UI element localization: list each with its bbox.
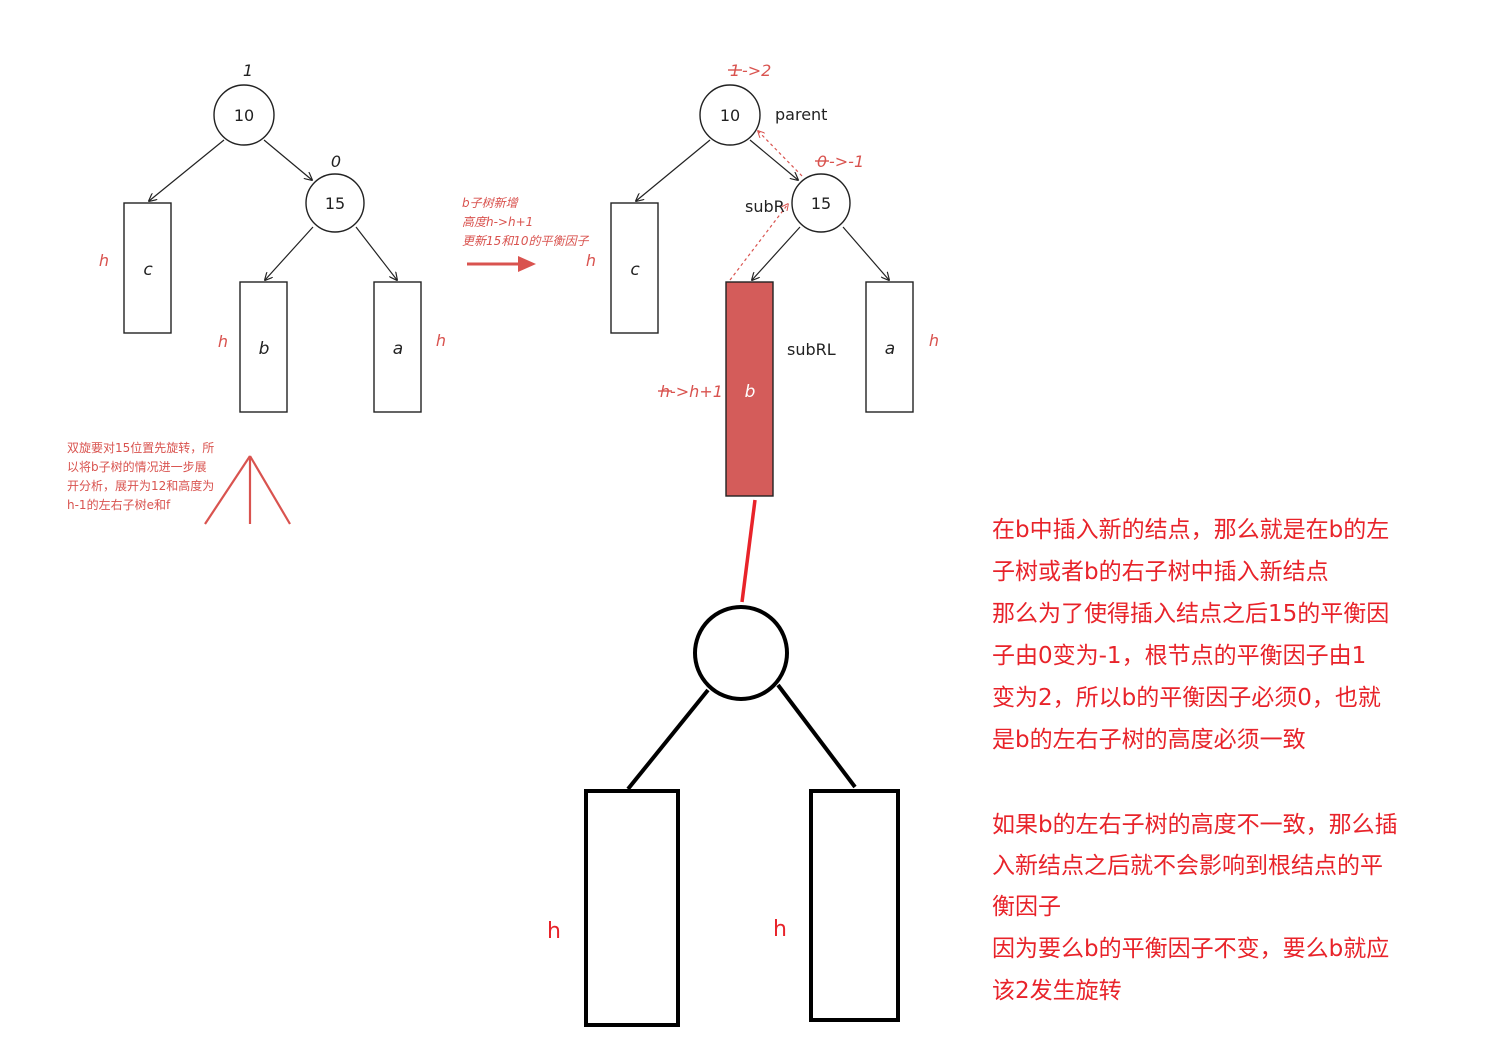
left-subtree-b xyxy=(239,281,288,413)
right-tree: 1 ->2 10 parent 0 ->-1 15 subR c h b sub… xyxy=(586,61,939,497)
transition-line-2: 高度h->h+1 xyxy=(462,215,533,229)
explanation-p1-line-3: 那么为了使得插入结点之后15的平衡因 xyxy=(992,601,1389,627)
expanded-left-height: h xyxy=(547,919,561,944)
explanation-p2-line-5: 该2发生旋转 xyxy=(992,978,1122,1004)
expansion-connector xyxy=(740,499,757,603)
expand-line-left xyxy=(204,455,251,525)
subRL-label: subRL xyxy=(787,340,836,359)
transition-arrow-icon xyxy=(518,256,536,272)
right-subtree-b-filled xyxy=(725,281,774,497)
explanation-p1-line-1: 在b中插入新的结点，那么就是在b的左 xyxy=(992,517,1389,543)
left-c-height: h xyxy=(99,251,109,270)
left-root-balance-factor: 1 xyxy=(243,61,253,80)
expanded-left-subtree xyxy=(584,789,680,1027)
edge-r15-a xyxy=(842,226,889,280)
transition-line-3: 更新15和10的平衡因子 xyxy=(462,234,590,248)
explanation-p1-line-4: 子由0变为-1，根节点的平衡因子由1 xyxy=(992,643,1366,669)
right-subtree-c-label: c xyxy=(630,260,640,280)
left-note-line-3: 开分析，展开为12和高度为 xyxy=(67,478,214,493)
transition: b子树新增 高度h->h+1 更新15和10的平衡因子 xyxy=(462,196,590,272)
edge-15-b xyxy=(265,226,314,280)
left-note-line-4: h-1的左右子树e和f xyxy=(67,497,171,512)
update-arrow-to-subR xyxy=(729,204,788,281)
expanded-b-node xyxy=(693,605,789,701)
right-root-bf-new: ->2 xyxy=(742,61,771,80)
expanded-right-edge xyxy=(776,683,857,789)
explanation-p1-line-2: 子树或者b的右子树中插入新结点 xyxy=(992,559,1329,585)
left-note-line-1: 双旋要对15位置先旋转，所 xyxy=(67,440,214,455)
right-subtree-b-label: b xyxy=(745,382,756,402)
explanation-p2-line-4: 因为要么b的平衡因子不变，要么b就应 xyxy=(992,936,1389,962)
edge-root-15 xyxy=(263,139,312,180)
explanation: 在b中插入新的结点，那么就是在b的左 子树或者b的右子树中插入新结点 那么为了使… xyxy=(992,517,1398,1004)
edge-rroot-15 xyxy=(749,139,798,180)
right-15-node xyxy=(791,173,851,233)
right-15-value: 15 xyxy=(811,194,831,213)
left-subtree-c-label: c xyxy=(143,260,153,280)
explanation-p2-line-2: 入新结点之后就不会影响到根结点的平 xyxy=(992,853,1383,879)
transition-line-1: b子树新增 xyxy=(462,196,519,210)
explanation-p1-line-6: 是b的左右子树的高度必须一致 xyxy=(992,727,1306,753)
left-15-node xyxy=(305,173,365,233)
right-subtree-a-label: a xyxy=(885,339,895,359)
right-subtree-a xyxy=(865,281,914,413)
right-c-height: h xyxy=(586,251,596,270)
left-subtree-a xyxy=(373,281,422,413)
right-subtree-c xyxy=(610,202,659,334)
expanded-right-height: h xyxy=(773,917,787,942)
left-tree: 1 10 0 15 c h b h a h xyxy=(99,61,446,413)
edge-rroot-c xyxy=(636,139,711,201)
left-subtree-b-label: b xyxy=(259,339,270,359)
b-expansion: h h xyxy=(547,499,900,1027)
right-root-value: 10 xyxy=(720,106,740,125)
expanded-left-edge xyxy=(626,688,710,791)
parent-label: parent xyxy=(775,105,827,124)
left-note: 双旋要对15位置先旋转，所 以将b子树的情况进一步展 开分析，展开为12和高度为… xyxy=(67,440,291,525)
explanation-p1-line-5: 变为2，所以b的平衡因子必须0，也就 xyxy=(992,685,1381,711)
left-b-height: h xyxy=(218,332,228,351)
update-arrow-to-parent xyxy=(758,131,803,177)
left-subtree-a-label: a xyxy=(393,339,403,359)
right-b-height-new: ->h+1 xyxy=(670,382,723,401)
left-subtree-c xyxy=(123,202,172,334)
right-root-node xyxy=(699,84,761,146)
edge-15-a xyxy=(355,226,397,280)
left-note-line-2: 以将b子树的情况进一步展 xyxy=(67,459,207,474)
expand-line-right xyxy=(249,455,291,525)
expanded-right-subtree xyxy=(809,789,900,1022)
edge-root-c xyxy=(149,139,225,201)
explanation-p2-line-3: 衡因子 xyxy=(992,894,1061,920)
left-root-node xyxy=(213,84,275,146)
explanation-p2-line-1: 如果b的左右子树的高度不一致，那么插 xyxy=(992,812,1398,838)
right-15-bf-new: ->-1 xyxy=(829,152,864,171)
left-15-balance-factor: 0 xyxy=(331,152,341,171)
subR-label: subR xyxy=(745,197,785,216)
left-a-height: h xyxy=(436,331,446,350)
right-a-height: h xyxy=(929,331,939,350)
left-15-value: 15 xyxy=(325,194,345,213)
edge-r15-b xyxy=(752,226,801,280)
left-root-value: 10 xyxy=(234,106,254,125)
